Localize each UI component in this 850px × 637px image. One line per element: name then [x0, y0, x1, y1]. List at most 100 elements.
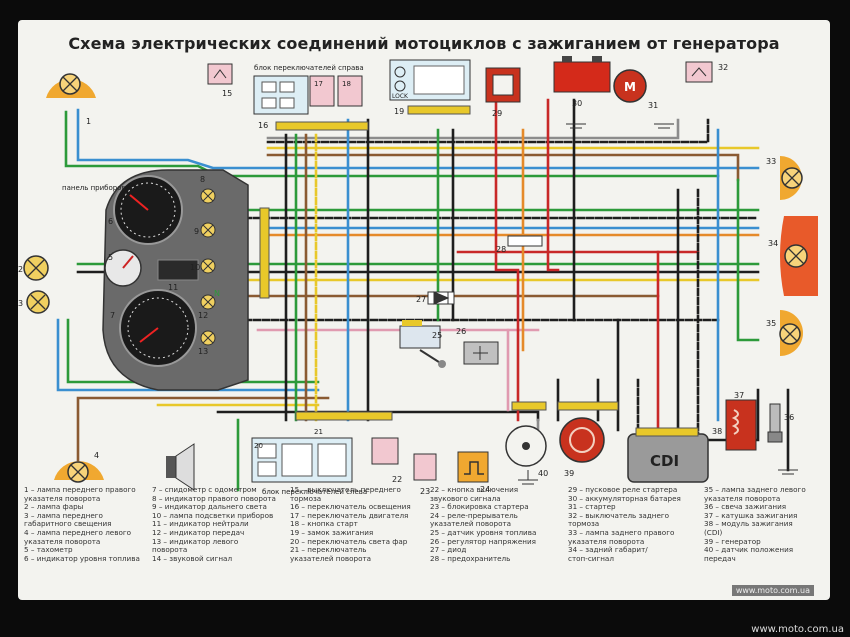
label-36: 36 — [784, 413, 794, 422]
headlamp — [23, 255, 49, 281]
wire-red-vert — [494, 88, 520, 422]
wire-black-top — [266, 118, 710, 144]
neutral-indicator-label: N — [214, 289, 220, 298]
label-40: 40 — [538, 469, 548, 478]
legend-item: 26 – регулятор напряжения — [430, 536, 536, 546]
label-9: 9 — [194, 227, 199, 236]
legend-column-6: 35 – лампа заднего левого указателя пово… — [704, 485, 828, 563]
legend-item: 1 – лампа переднего правого — [24, 485, 136, 494]
generator — [557, 401, 619, 463]
rear-left-turn-lamp — [779, 310, 803, 356]
legend-item: 28 – предохранитель — [430, 553, 511, 563]
rear-stop-lamp — [780, 216, 818, 296]
turn-signal-relay — [457, 451, 489, 483]
label-17: 17 — [314, 80, 323, 88]
ignition-connector — [407, 105, 471, 115]
diagram-title: Схема электрических соединений мотоцикло… — [68, 34, 780, 53]
legend-item: указателя поворота — [24, 493, 101, 503]
label-12: 12 — [198, 311, 208, 320]
rear-right-turn-lamp — [780, 156, 803, 200]
legend-column-1: 1 – лампа переднего правого указателя по… — [24, 485, 152, 563]
left-block-connector — [295, 411, 393, 421]
label-25: 25 — [432, 331, 442, 340]
legend-item: 16 – переключатель освещения — [290, 502, 411, 512]
battery — [553, 56, 611, 93]
legend-item: 17 – переключатель двигателя — [290, 510, 409, 520]
indicator-lamp-10 — [200, 258, 216, 274]
label-13: 13 — [198, 347, 208, 356]
right-switch-block — [253, 75, 363, 115]
ground-symbol — [566, 123, 586, 129]
label-26: 26 — [456, 327, 466, 336]
legend-item: 21 – переключатель — [290, 545, 367, 555]
legend-item: 37 – катушка зажигания — [704, 510, 798, 520]
legend-item: 14 – звуковой сигнал — [152, 553, 233, 563]
rear-brake-switch — [685, 61, 713, 83]
right-switch-block-label: блок переключателей справа — [254, 64, 364, 72]
wire-blue-top — [76, 108, 760, 170]
motor-label: M — [624, 80, 636, 94]
legend-item: (CDI) — [704, 527, 723, 537]
label-8: 8 — [200, 175, 205, 184]
label-19: 19 — [394, 107, 404, 116]
starter-lockout — [413, 453, 437, 481]
indicator-lamp-13 — [200, 330, 216, 346]
label-33: 33 — [766, 157, 776, 166]
legend-item: 25 – датчик уровня топлива — [430, 527, 537, 537]
legend-item: тормоза — [290, 493, 322, 503]
legend-item: 7 – спидометр с одометром — [152, 485, 257, 494]
label-28: 28 — [496, 245, 506, 254]
legend-column-5: 29 – пусковое реле стартера 30 – аккумул… — [568, 485, 702, 563]
gear-position-sensor — [505, 401, 547, 467]
legend-item: 8 – индикатор правого поворота — [152, 493, 276, 503]
wire-brown-top — [266, 153, 740, 182]
label-2: 2 — [18, 265, 23, 274]
wire-blue-low — [56, 318, 320, 392]
legend-item: 12 – индикатор передач — [152, 527, 245, 537]
legend-item: габаритного свещения — [24, 519, 112, 529]
label-32: 32 — [718, 63, 728, 72]
label-18: 18 — [342, 80, 351, 88]
instrument-panel — [102, 169, 249, 391]
label-3: 3 — [18, 299, 23, 308]
label-5: 5 — [108, 253, 113, 262]
label-39: 39 — [564, 469, 574, 478]
legend-item: 20 – переключатель света фар — [290, 536, 408, 546]
label-15: 15 — [222, 89, 232, 98]
label-4: 4 — [94, 451, 99, 460]
legend-item: указателя поворота — [704, 493, 781, 503]
starter-motor — [613, 69, 647, 103]
legend-item: поворота — [152, 545, 188, 555]
wire-green-top — [64, 110, 720, 178]
legend-item: 13 – индикатор левого — [152, 536, 239, 546]
indicator-lamp-9 — [200, 222, 216, 238]
legend-item: 18 – кнопка старт — [290, 519, 358, 529]
legend-column-3: 15 – выключатель переднего тормоза 16 – … — [290, 485, 428, 563]
spark-plug — [767, 403, 783, 443]
legend-item: стоп-сигнал — [568, 553, 614, 563]
ignition-coil — [725, 399, 757, 451]
label-38: 38 — [712, 427, 722, 436]
legend-item: 23 – блокировка стартера — [430, 502, 529, 512]
wire-brown-low — [76, 396, 330, 462]
legend-item: 4 – лампа переднего левого — [24, 527, 132, 537]
legend-item: указателя поворота — [568, 536, 645, 546]
instrument-panel-label: панель приборов — [62, 184, 126, 192]
front-position-lamp — [26, 290, 50, 314]
right-block-connector — [275, 121, 369, 131]
fuel-level-sender — [399, 320, 446, 368]
wiring-diagram: 1 2 3 4 — [18, 56, 818, 496]
legend-item: 36 – свеча зажигания — [704, 502, 787, 512]
panel-connector — [259, 207, 270, 299]
lock-label: LOCK — [392, 93, 409, 100]
label-31: 31 — [648, 101, 658, 110]
legend-item: 3 – лампа переднего — [24, 510, 103, 520]
legend-item: указателей поворота — [290, 553, 372, 563]
left-switch-block — [251, 437, 399, 483]
legend-column-2: 7 – спидометр с одометром 8 – индикатор … — [152, 485, 288, 563]
legend-item: 33 – лампа заднего правого — [568, 527, 675, 537]
legend-item: 31 – стартер — [568, 502, 616, 512]
indicator-lamp-12 — [200, 294, 216, 310]
label-10: 10 — [190, 263, 200, 272]
legend-item: 6 – индикатор уровня топлива — [24, 553, 140, 563]
